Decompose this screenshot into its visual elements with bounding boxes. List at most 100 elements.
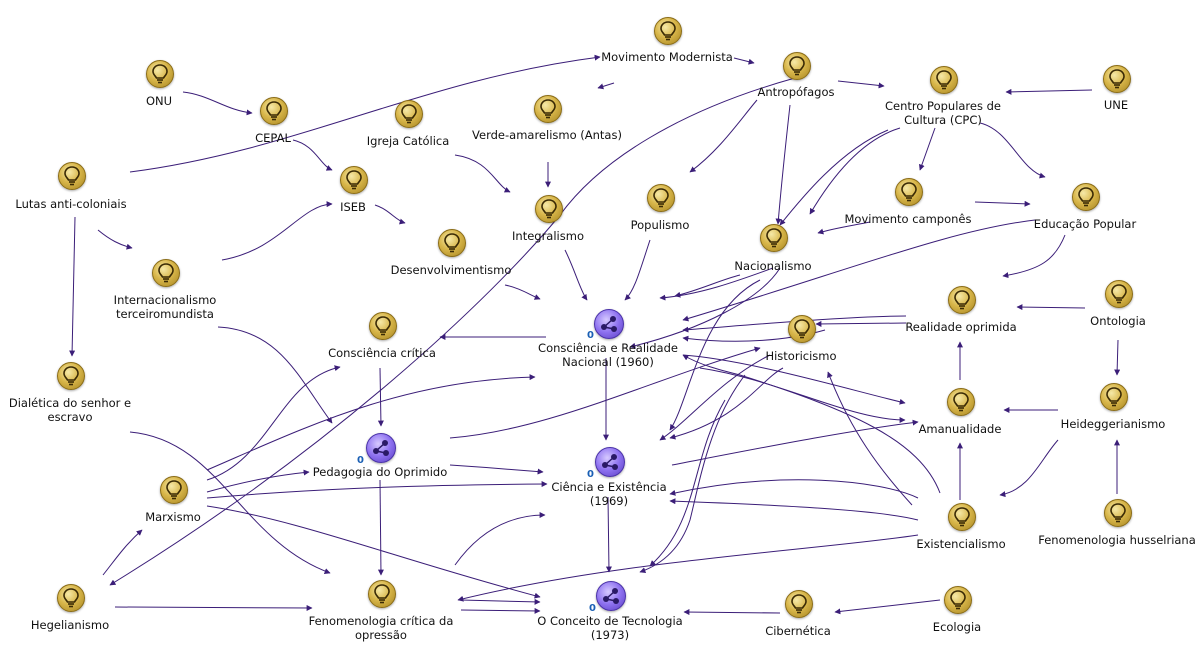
connection-arrow (974, 200, 1031, 207)
idea-label-historicismo[interactable]: Historicismo (765, 349, 837, 363)
lightbulb-icon[interactable] (395, 100, 423, 128)
idea-label-cpc[interactable]: Centro Populares de Cultura (CPC) (884, 99, 1002, 127)
idea-label-amanualidade[interactable]: Amanualidade (918, 422, 1002, 436)
lightbulb-icon[interactable] (948, 503, 976, 531)
idea-label-educacao-popular[interactable]: Educação Popular (1033, 217, 1137, 231)
hub-ciencia-icon[interactable] (595, 447, 625, 477)
lightbulb-icon[interactable] (647, 184, 675, 212)
hub-conceito-label[interactable]: O Conceito de Tecnologia (1973) (537, 614, 683, 642)
lightbulb-icon[interactable] (260, 97, 288, 125)
idea-label-internacionalismo[interactable]: Internacionalismo terceiromundista (113, 293, 217, 321)
connection-arrow (206, 374, 536, 471)
lightbulb-icon[interactable] (368, 580, 396, 608)
hub-pedagogia-label[interactable]: Pedagogia do Oprimido (312, 465, 448, 479)
connection-arrow (102, 529, 143, 576)
lightbulb-icon[interactable] (944, 586, 972, 614)
lightbulb-icon[interactable] (783, 52, 811, 80)
idea-label-cibernetica[interactable]: Cibernética (765, 624, 831, 638)
connection-arrow (671, 419, 919, 466)
idea-label-movimento-campones[interactable]: Movimento camponês (844, 212, 972, 226)
idea-label-existencialismo[interactable]: Existencialismo (916, 537, 1006, 551)
lightbulb-icon[interactable] (369, 312, 397, 340)
idea-label-realidade-oprimida[interactable]: Realidade oprimida (905, 320, 1017, 334)
idea-label-desenvolvimentismo[interactable]: Desenvolvimentismo (390, 263, 512, 277)
idea-label-ontologia[interactable]: Ontologia (1090, 314, 1146, 328)
idea-label-fenomenologia-husserliana[interactable]: Fenomenologia husselriana (1038, 533, 1196, 547)
connection-arrow (659, 267, 774, 301)
lightbulb-icon[interactable] (930, 66, 958, 94)
idea-label-onu[interactable]: ONU (145, 94, 173, 108)
connection-arrow (206, 481, 548, 499)
lightbulb-icon[interactable] (947, 388, 975, 416)
lightbulb-icon[interactable] (788, 315, 816, 343)
lightbulb-icon[interactable] (160, 476, 188, 504)
connection-arrow (689, 99, 758, 173)
connection-arrow (629, 267, 781, 349)
idea-label-iseb[interactable]: ISEB (340, 200, 366, 214)
connection-arrow (639, 374, 746, 574)
idea-label-cepal[interactable]: CEPAL (255, 131, 291, 145)
idea-label-une[interactable]: UNE (1103, 98, 1129, 112)
lightbulb-icon[interactable] (146, 60, 174, 88)
idea-label-ecologia[interactable]: Ecologia (932, 620, 982, 634)
idea-label-heideggerianismo[interactable]: Heideggerianismo (1060, 417, 1166, 431)
connection-arrow (979, 122, 1046, 179)
connection-arrow (775, 104, 791, 225)
connection-arrow (292, 139, 333, 171)
lightbulb-icon[interactable] (438, 229, 466, 257)
lightbulb-icon[interactable] (534, 95, 562, 123)
hub-consciencia-count: 0 (587, 330, 594, 341)
lightbulb-icon[interactable] (1100, 383, 1128, 411)
hub-consciencia-label[interactable]: Consciência e Realidade Nacional (1960) (538, 341, 678, 369)
connection-arrow (504, 284, 541, 300)
connection-arrow (605, 496, 612, 573)
lightbulb-icon[interactable] (1104, 499, 1132, 527)
connection-arrow (815, 320, 907, 327)
idea-label-dialetica[interactable]: Dialética do senhor e escravo (8, 396, 132, 424)
hub-conceito-icon[interactable] (596, 581, 626, 611)
idea-label-movimento-modernista[interactable]: Movimento Modernista (601, 50, 733, 64)
hub-pedagogia-icon[interactable] (366, 433, 396, 463)
connection-arrow (457, 534, 919, 602)
connection-arrow (669, 367, 784, 440)
connection-arrow (449, 346, 761, 439)
lightbulb-icon[interactable] (760, 224, 788, 252)
lightbulb-icon[interactable] (1103, 65, 1131, 93)
connection-arrow (827, 371, 913, 506)
connection-arrow (454, 154, 511, 193)
connection-arrow (129, 431, 331, 574)
lightbulb-icon[interactable] (57, 362, 85, 390)
idea-label-nacionalismo[interactable]: Nacionalismo (734, 259, 812, 273)
lightbulb-icon[interactable] (1105, 280, 1133, 308)
connection-arrow (377, 367, 384, 427)
idea-label-antropofagos[interactable]: Antropófagos (757, 85, 835, 99)
connection-arrow (206, 505, 541, 599)
idea-label-populismo[interactable]: Populismo (630, 218, 690, 232)
connection-arrow (834, 599, 941, 615)
idea-label-verde-amarelismo[interactable]: Verde-amarelismo (Antas) (472, 128, 622, 142)
idea-label-igreja[interactable]: Igreja Católica (366, 134, 450, 148)
lightbulb-icon[interactable] (340, 166, 368, 194)
hub-ciencia-label[interactable]: Ciência e Existência (1969) (551, 480, 667, 508)
lightbulb-icon[interactable] (785, 590, 813, 618)
connection-arrow (817, 221, 871, 235)
idea-label-marxismo[interactable]: Marxismo (145, 510, 201, 524)
idea-label-hegelianismo[interactable]: Hegelianismo (30, 618, 110, 632)
idea-label-fenomenologia-critica[interactable]: Fenomenologia crítica da opressão (308, 614, 454, 642)
connection-arrow (733, 57, 755, 65)
lightbulb-icon[interactable] (654, 17, 682, 45)
lightbulb-icon[interactable] (895, 178, 923, 206)
lightbulb-icon[interactable] (58, 162, 86, 190)
idea-label-integralismo[interactable]: Integralismo (512, 229, 584, 243)
lightbulb-icon[interactable] (57, 584, 85, 612)
lightbulb-icon[interactable] (535, 195, 563, 223)
idea-label-lutas[interactable]: Lutas anti-coloniais (15, 197, 127, 211)
lightbulb-icon[interactable] (948, 286, 976, 314)
idea-label-consciencia-critica[interactable]: Consciência crítica (328, 346, 436, 360)
connection-arrow (1002, 234, 1066, 279)
hub-consciencia-icon[interactable] (594, 309, 624, 339)
lightbulb-icon[interactable] (1072, 183, 1100, 211)
lightbulb-icon[interactable] (152, 259, 180, 287)
connection-arrow (918, 127, 936, 171)
connection-arrow (377, 479, 384, 576)
